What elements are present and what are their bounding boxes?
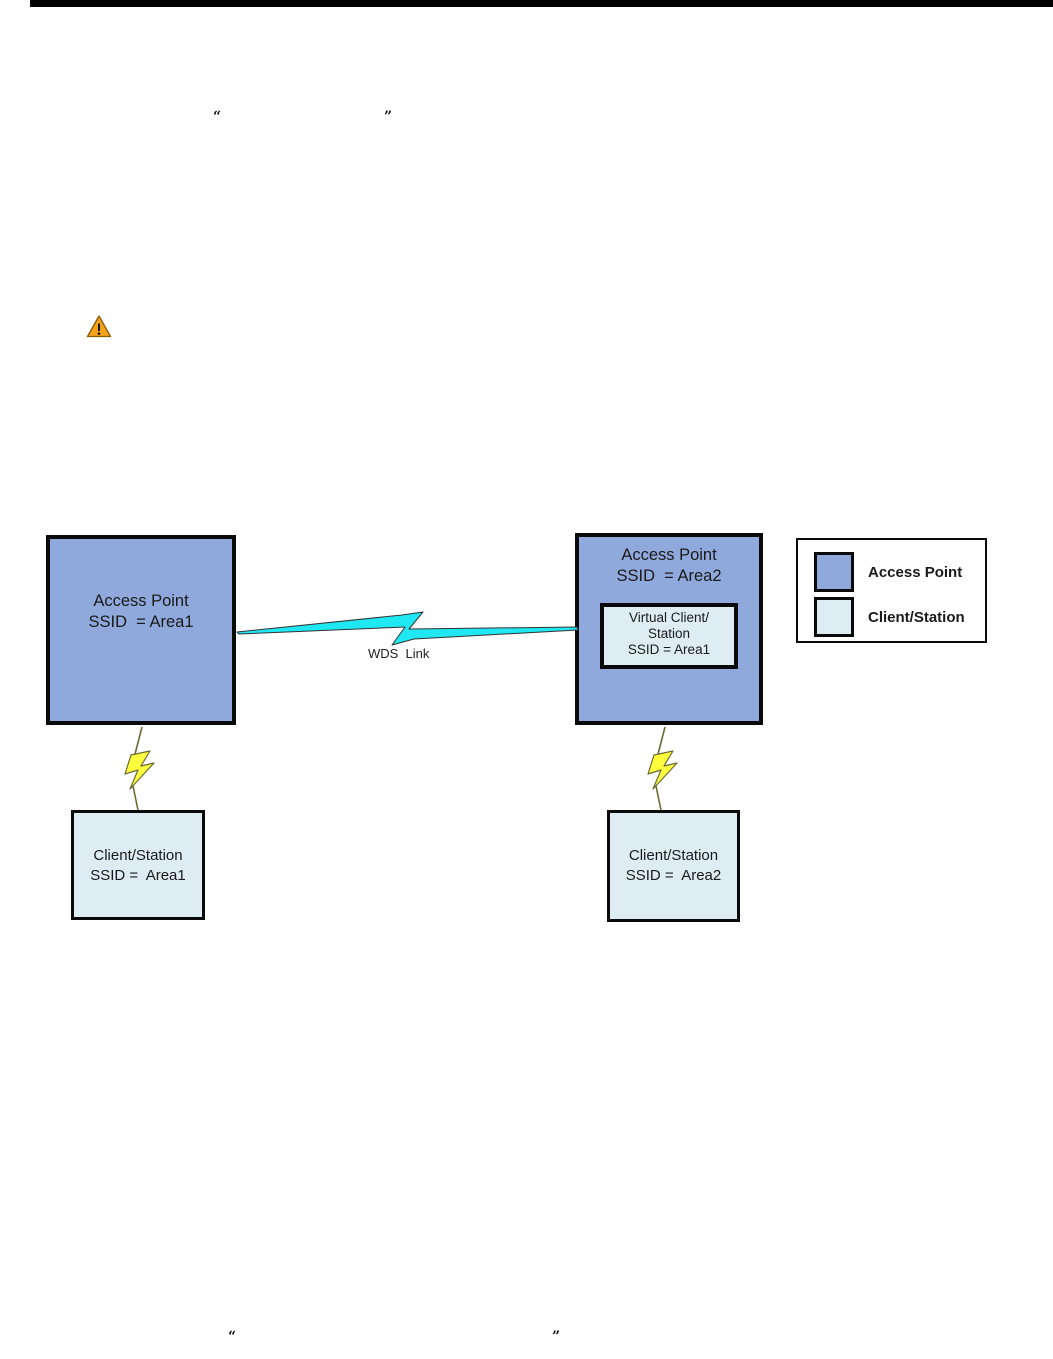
top-open-quote: “ bbox=[213, 109, 222, 125]
access-point-2-ssid: SSID = Area2 bbox=[616, 567, 722, 585]
wireless-link-bolt-left-icon bbox=[105, 722, 175, 814]
top-close-quote: ” bbox=[384, 109, 393, 125]
wireless-link-bolt-right-icon bbox=[633, 722, 703, 814]
bottom-close-quote: ” bbox=[552, 1329, 561, 1345]
access-point-2-title: Access Point bbox=[621, 546, 717, 564]
warning-icon bbox=[86, 314, 112, 339]
wds-link-bolt-icon bbox=[230, 605, 585, 675]
client-station-1-box: Client/Station SSID = Area1 bbox=[71, 810, 205, 920]
client-station-1-title: Client/Station bbox=[93, 847, 183, 864]
page-top-rule bbox=[30, 0, 1053, 7]
access-point-1-title: Access Point bbox=[93, 592, 189, 610]
virtual-client-ssid: SSID = Area1 bbox=[627, 642, 711, 657]
legend-access-point-label: Access Point bbox=[868, 563, 963, 581]
bottom-open-quote: “ bbox=[228, 1329, 237, 1345]
access-point-color-swatch bbox=[814, 552, 854, 592]
access-point-1-ssid: SSID = Area1 bbox=[88, 613, 194, 631]
access-point-2-box: Access Point SSID = Area2 Virtual Client… bbox=[575, 533, 763, 725]
legend-box: Access Point Client/Station bbox=[796, 538, 987, 643]
legend-row-access-point: Access Point bbox=[814, 552, 962, 592]
client-station-2-ssid: SSID = Area2 bbox=[625, 866, 722, 884]
wds-link-label: WDS Link bbox=[368, 646, 430, 661]
virtual-client-line2: Station bbox=[647, 626, 691, 641]
legend-row-client-station: Client/Station bbox=[814, 597, 965, 637]
client-station-1-ssid: SSID = Area1 bbox=[90, 866, 186, 884]
client-station-2-title: Client/Station bbox=[628, 847, 719, 864]
client-station-2-box: Client/Station SSID = Area2 bbox=[607, 810, 740, 922]
access-point-1-box: Access Point SSID = Area1 bbox=[46, 535, 236, 725]
client-station-color-swatch bbox=[814, 597, 854, 637]
virtual-client-box: Virtual Client/ Station SSID = Area1 bbox=[600, 603, 738, 669]
virtual-client-line1: Virtual Client/ bbox=[628, 610, 710, 625]
legend-client-station-label: Client/Station bbox=[868, 608, 965, 626]
